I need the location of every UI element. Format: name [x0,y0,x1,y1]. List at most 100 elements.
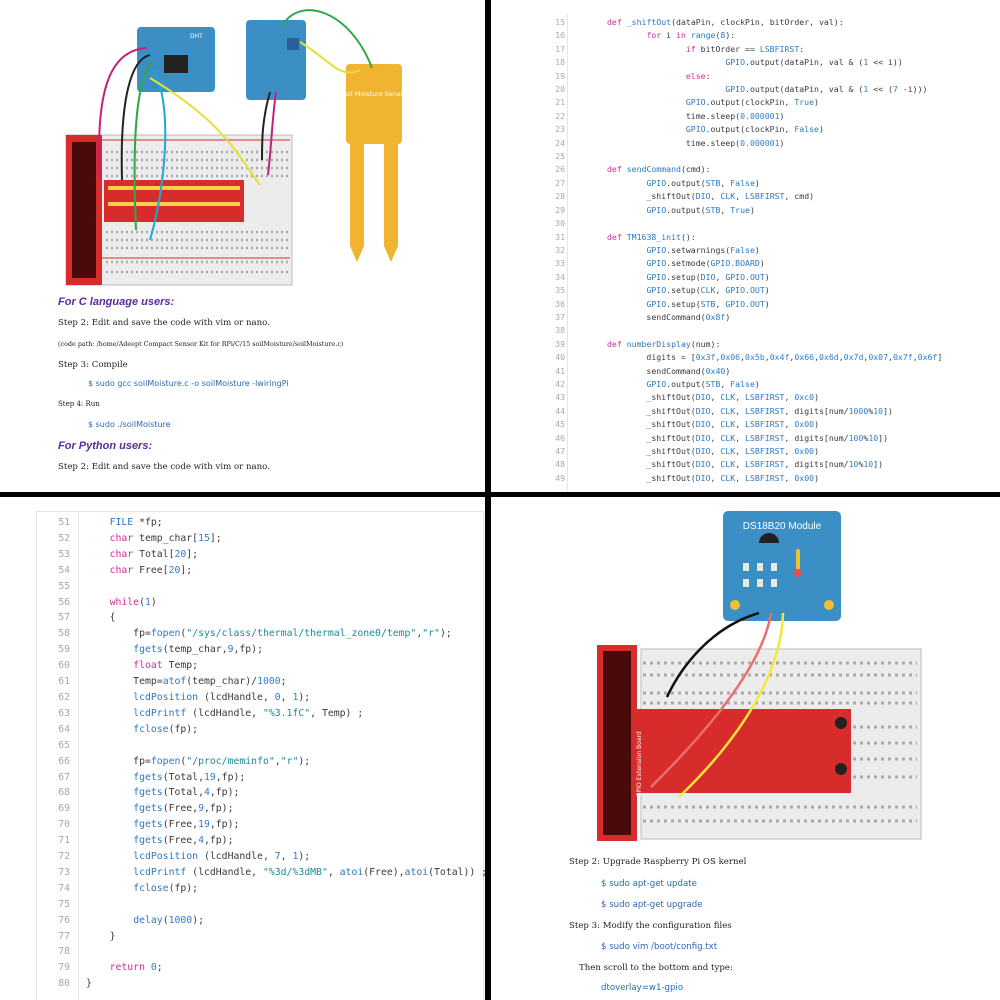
soil-moisture-tutorial-panel: DHT Soil Moisture Sensor For C language … [0,0,485,492]
c-step3: Step 3: Compile [58,360,128,370]
line-number: 73 [58,866,70,878]
line-number: 61 [58,676,70,688]
line-number: 45 [555,419,565,430]
line-number: 18 [555,57,565,68]
line-number: 27 [555,177,565,188]
line-number: 46 [555,432,565,443]
line-number: 58 [58,628,70,640]
line-number: 44 [555,405,565,416]
dht-label: DHT [190,33,203,40]
line-number: 34 [555,271,565,282]
code-frame [36,511,484,1000]
line-number: 31 [555,231,565,242]
line-number-gutter: 51 52 53 54 55 56 57 58 59 60 61 62 63 64 65 66 67 68 69 70… [30,515,70,992]
line-number: 17 [555,43,565,54]
line-number: 42 [555,378,565,389]
line-number: 74 [58,882,70,894]
line-number: 20 [555,84,565,95]
ds18b20-module [723,511,841,621]
moisture-label: Soil Moisture Sensor [341,90,407,98]
ds18b20-wiring-diagram: DS18B20 Module GPIO Extension Board [597,511,922,841]
line-number: 62 [58,691,70,703]
soil-moisture-probe [346,64,402,144]
line-number: 78 [58,946,70,958]
line-number: 56 [58,596,70,608]
line-number: 59 [58,644,70,656]
line-number: 16 [555,30,565,41]
line-number: 41 [555,365,565,376]
line-number: 54 [58,564,70,576]
vim-config-command[interactable]: $ sudo vim /boot/config.txt [601,942,718,952]
line-number: 23 [555,124,565,135]
c-step2: Step 2: Edit and save the code with vim … [58,318,270,328]
line-number: 68 [58,787,70,799]
line-number: 49 [555,472,565,483]
run-command[interactable]: $ sudo ./soilMoisture [88,420,171,429]
line-number: 43 [555,392,565,403]
c-code-path: (code path: /home/Adeept Compact Sensor … [58,340,344,348]
line-number: 64 [58,723,70,735]
step3-modify-config: Step 3: Modify the configuration files [569,921,732,931]
line-number: 77 [58,930,70,942]
line-number: 53 [58,548,70,560]
line-number: 24 [555,137,565,148]
line-number: 40 [555,352,565,363]
sensor-module [246,20,306,100]
line-number: 66 [58,755,70,767]
ext-board-label: GPIO Extension Board [636,731,643,797]
python-users-heading: For Python users: [58,440,153,452]
c-code-block[interactable]: FILE *fp; char temp_char[15]; char Total… [86,517,485,990]
line-number: 33 [555,258,565,269]
line-number: 29 [555,204,565,215]
python-code-block[interactable]: def _shiftOut(dataPin, clockPin, bitOrde… [607,17,943,483]
line-number: 19 [555,70,565,81]
line-number: 80 [58,978,70,990]
compile-command[interactable]: $ sudo gcc soilMoisture.c -o soilMoistur… [88,379,289,388]
scroll-note: Then scroll to the bottom and type: [579,963,733,973]
line-number: 71 [58,835,70,847]
c-users-heading: For C language users: [58,296,175,308]
code-gutter-divider [78,512,79,1000]
line-number: 48 [555,459,565,470]
line-number: 60 [58,660,70,672]
line-number: 67 [58,771,70,783]
line-number: 51 [58,517,70,528]
line-number: 57 [58,612,70,624]
line-number: 63 [58,707,70,719]
line-number: 28 [555,191,565,202]
python-step2: Step 2: Edit and save the code with vim … [58,462,270,472]
c-code-panel: 51 52 53 54 55 56 57 58 59 60 61 62 63 64 65 66 67 68 69 70… [0,497,485,1000]
dtoverlay-line[interactable]: dtoverlay=w1-gpio [601,983,684,993]
line-number-gutter: 15 16 17 18 19 20 21 22 23 24 25 26 27 28 29 30 31 32 33 34… [525,16,565,485]
line-number: 35 [555,285,565,296]
line-number: 32 [555,244,565,255]
module-title: DS18B20 Module [743,521,822,532]
apt-get-update-command[interactable]: $ sudo apt-get update [601,879,697,889]
soil-moisture-wiring-diagram: DHT Soil Moisture Sensor [65,9,407,286]
line-number: 55 [58,580,70,592]
line-number: 47 [555,446,565,456]
line-number: 30 [555,218,565,229]
line-number: 38 [555,325,565,336]
line-number: 36 [555,298,565,309]
apt-get-upgrade-command[interactable]: $ sudo apt-get upgrade [601,900,703,910]
line-number: 72 [58,851,70,863]
step2-upgrade-kernel: Step 2: Upgrade Raspberry Pi OS kernel [569,857,747,867]
line-number: 39 [555,338,565,349]
python-code-panel: 15 16 17 18 19 20 21 22 23 24 25 26 27 28 29 30 31 32 33 34… [491,0,1000,492]
ds18b20-tutorial-panel: DS18B20 Module GPIO Extension Board Step… [491,497,1000,1000]
c-step4: Step 4: Run [58,400,100,408]
code-gutter-divider [567,14,568,492]
line-number: 22 [555,110,565,121]
line-number: 15 [555,17,565,27]
line-number: 69 [58,803,70,815]
line-number: 65 [58,739,70,751]
line-number: 70 [58,819,70,831]
line-number: 21 [555,97,565,108]
line-number: 79 [58,962,70,974]
line-number: 52 [58,532,70,544]
line-number: 25 [555,151,565,162]
line-number: 75 [58,898,70,910]
line-number: 26 [555,164,565,175]
line-number: 37 [555,311,565,322]
